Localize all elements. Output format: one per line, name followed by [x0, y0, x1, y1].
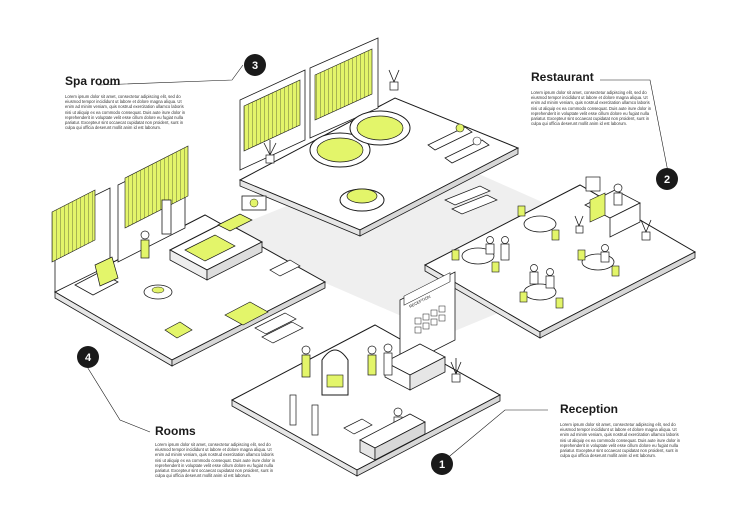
dining-table-1 [523, 215, 557, 233]
sun-lounger-1 [427, 126, 473, 151]
reception-description: Lorem ipsum dolor sit amet, consectetur … [560, 422, 681, 459]
spa-description: Lorem ipsum dolor sit amet, consectetur … [65, 94, 186, 131]
spa-label: Spa room Lorem ipsum dolor sit amet, con… [65, 74, 187, 130]
restaurant-callout-line [600, 79, 669, 173]
spa-callout-line [97, 64, 244, 86]
restaurant-description: Lorem ipsum dolor sit amet, consectetur … [531, 90, 652, 127]
blanket [184, 234, 236, 262]
reception-sign-board [403, 272, 451, 306]
bartender [613, 183, 623, 193]
restaurant-plant [641, 231, 651, 241]
rug [224, 301, 269, 326]
badge-reception-number: 1 [439, 459, 445, 471]
reception-title: Reception [560, 402, 619, 416]
reception-plant [451, 373, 461, 383]
side-table [343, 418, 373, 435]
restaurant-chairs [451, 205, 620, 309]
badge-rooms: 4 [77, 346, 99, 368]
spa-plant-right [389, 81, 399, 91]
badge-spa: 3 [244, 54, 266, 76]
luggage-trolley [321, 349, 349, 396]
stanchion-2 [311, 404, 319, 436]
rooms-title: Rooms [155, 424, 196, 438]
rooms-curtain-right [124, 145, 189, 229]
pool-water-b [356, 115, 404, 141]
spa-stairs [444, 185, 491, 206]
badge-restaurant: 2 [656, 168, 678, 190]
guest-figure [140, 230, 150, 240]
reception-platform: RECEPTION [230, 271, 502, 477]
rooms-callout-line [85, 364, 151, 433]
badge-rooms-number: 4 [85, 352, 92, 364]
spa-curtain-left [243, 79, 301, 152]
rooms-stairs [254, 312, 297, 335]
rooms-description: Lorem ipsum dolor sit amet, consectetur … [155, 442, 276, 479]
restaurant-label: Restaurant Lorem ipsum dolor sit amet, c… [531, 70, 653, 126]
standing-mirror [161, 199, 172, 235]
pillows [217, 213, 253, 232]
callout-lines [85, 64, 669, 461]
pool-water-a [316, 137, 364, 163]
rooms-platform [51, 145, 327, 367]
spa-title: Spa room [65, 74, 121, 88]
badge-spa-number: 3 [252, 60, 258, 72]
reception-label: Reception Lorem ipsum dolor sit amet, co… [560, 402, 682, 458]
chair [164, 321, 193, 339]
badge-reception: 1 [431, 453, 453, 475]
bar-shelf [585, 176, 601, 192]
rooms-label: Rooms Lorem ipsum dolor sit amet, consec… [155, 424, 277, 478]
key-cabinet [414, 305, 446, 334]
rooms-curtain-left [51, 189, 96, 263]
restaurant-title: Restaurant [531, 70, 594, 84]
reception-callout-line [444, 409, 548, 461]
badge-restaurant-number: 2 [664, 174, 670, 186]
lounge-chair [269, 259, 301, 277]
sun-lounger-2 [444, 139, 490, 164]
spa-plant-left [265, 154, 275, 164]
restaurant-platform [423, 176, 697, 339]
diners [485, 236, 610, 289]
spa-room-platform [238, 37, 520, 237]
spa-curtain-right [314, 48, 373, 121]
stanchion-1 [289, 394, 297, 426]
